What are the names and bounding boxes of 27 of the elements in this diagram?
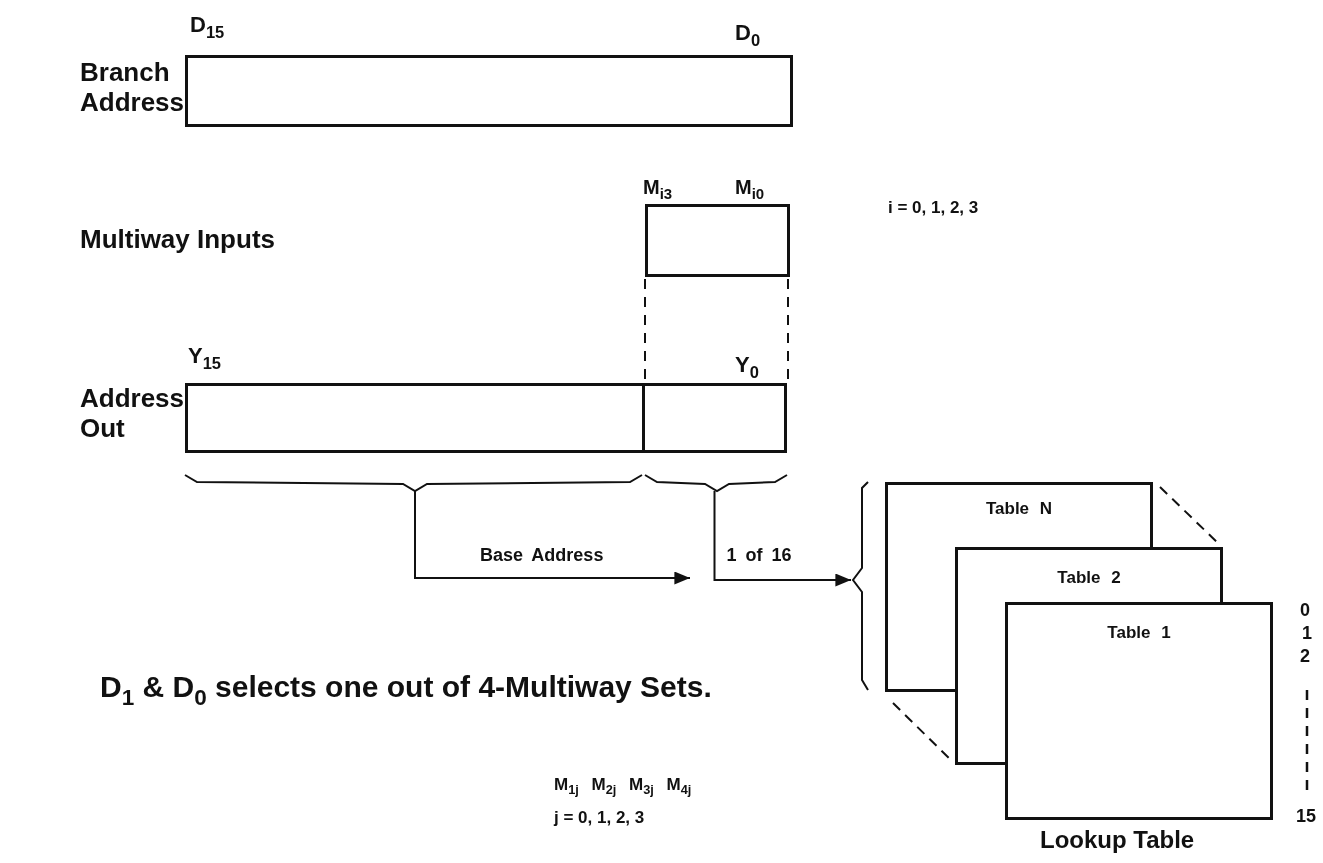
index-note: i = 0, 1, 2, 3: [888, 198, 979, 218]
table-title: Table N: [984, 499, 1054, 519]
projection-line: [644, 278, 646, 382]
row-index: 1: [1302, 623, 1312, 644]
note-text: D$_{1}$ & D$_{0}$ selects one out of 4-Multiway Sets.: [100, 670, 712, 711]
table-panel: [885, 482, 1153, 547]
table-title: Table 2: [1056, 568, 1122, 588]
register-box: [645, 204, 790, 277]
bit-label: M$_{i3}$: [643, 176, 673, 203]
set-label: M$_{1j}$ M$_{2j}$ M$_{3j}$ M$_{4j}$: [554, 775, 692, 798]
row-index: 0: [1300, 600, 1310, 621]
arrow: [713, 490, 852, 587]
table-title: Table 1: [1106, 623, 1172, 643]
bit-label: D$_{15}$: [190, 12, 225, 42]
caption: Lookup Table: [1040, 826, 1195, 854]
bit-label: D$_{0}$: [735, 20, 761, 50]
table-panel: [1005, 602, 1273, 820]
row-index: 15: [1296, 806, 1317, 827]
row-index: 2: [1300, 646, 1310, 667]
bit-label: Y$_{15}$: [188, 343, 222, 373]
arrow: [414, 490, 691, 585]
bit-label: Y$_{0}$: [735, 352, 759, 382]
bit-label: M$_{i0}$: [735, 176, 765, 203]
index-note: j = 0, 1, 2, 3: [554, 808, 645, 828]
table-panel: [955, 547, 1223, 602]
row-heading: Multiway Inputs: [80, 224, 275, 255]
projection-line: [787, 278, 789, 382]
